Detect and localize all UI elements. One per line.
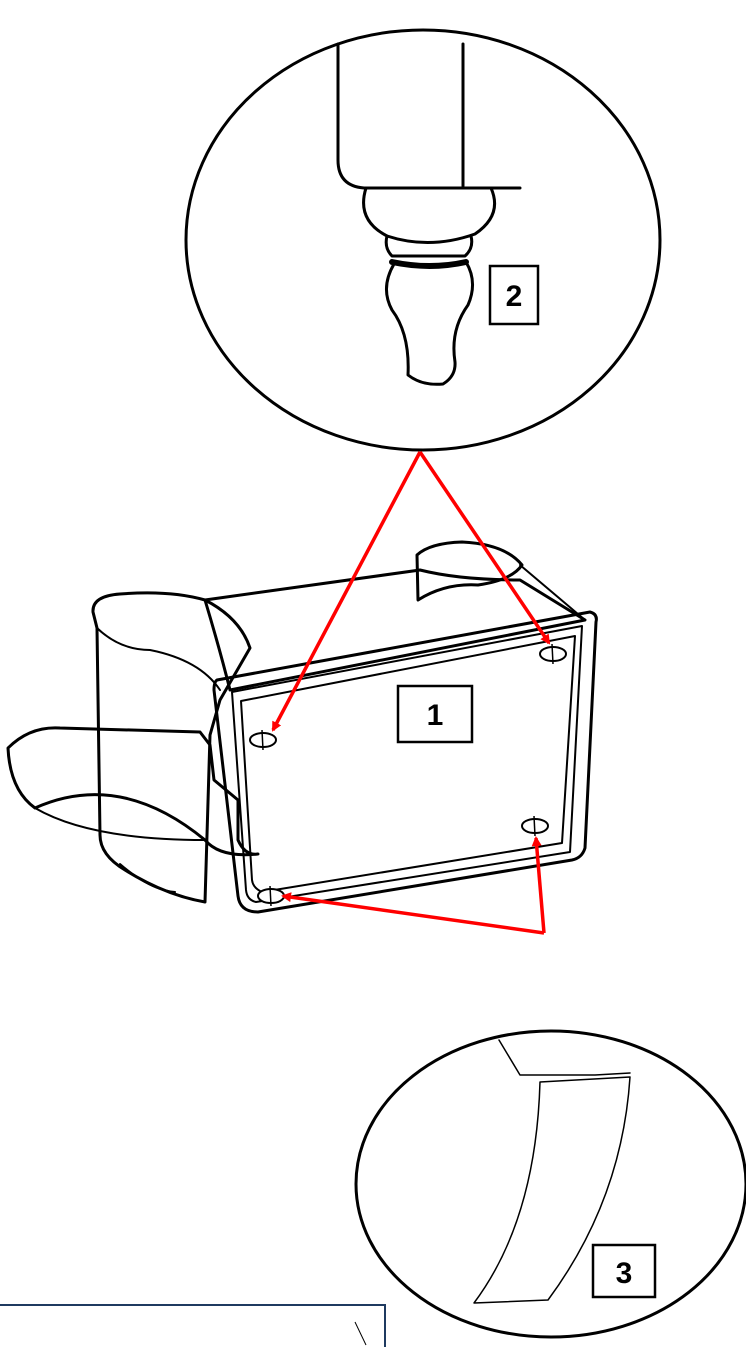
arrow-to-bottom-left-hole (281, 892, 545, 935)
callout-box-3 (591, 1243, 657, 1299)
callout-label-1: 1 (427, 699, 444, 732)
detail-circle-bottom (354, 1029, 746, 1339)
callout-box-1 (396, 684, 474, 744)
furniture-base-icon: 1 (6, 540, 598, 914)
inset-frame-border (0, 1304, 386, 1347)
arrow-to-top-right-hole (418, 451, 551, 645)
curved-foot-icon (473, 1039, 631, 1304)
screw-hole-top-left (249, 729, 277, 751)
detail-circle-curved-foot: 3 (354, 1029, 746, 1339)
screw-hole-top-right (539, 643, 567, 665)
callout-label-3: 3 (616, 1257, 633, 1290)
screw-hole-bottom-right (521, 815, 549, 837)
arrows-from-curved-foot (281, 836, 546, 935)
callout-label-2: 2 (506, 280, 523, 313)
bun-foot-icon (336, 42, 522, 386)
arrow-to-bottom-right-hole (531, 836, 546, 934)
callout-box-2 (488, 264, 540, 326)
detail-circle-bun-foot: 2 (184, 28, 662, 452)
arrows-from-bun-foot (271, 451, 551, 732)
detail-circle-top (184, 28, 662, 452)
arrow-to-top-left-hole (271, 451, 422, 732)
inset-frame (0, 1304, 386, 1347)
inset-frame-tick (354, 1321, 367, 1346)
